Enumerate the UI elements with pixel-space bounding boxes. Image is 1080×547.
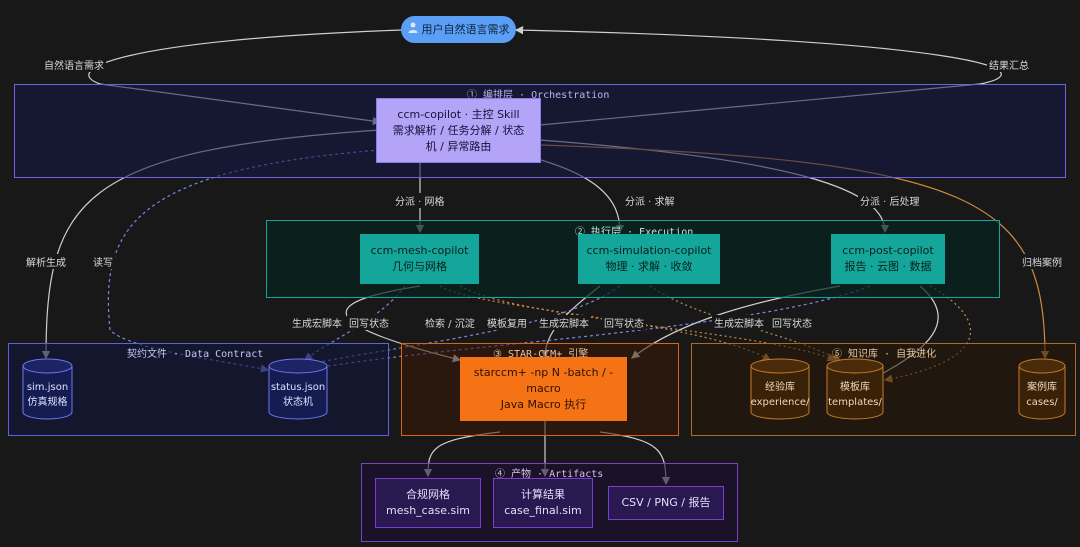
starccm-batch-node[interactable]: starccm+ -np N -batch / - macro Java Mac… <box>460 357 627 421</box>
edge-label-writeback-b: 回写状态 <box>602 315 646 330</box>
result-artifact-line-1: 计算结果 <box>521 488 565 501</box>
starccm-engine-layer-title: ③ STAR-CCM+ 引擎 <box>493 349 589 360</box>
result-artifact-line-2: case_final.sim <box>504 504 582 517</box>
edge-label-parse-generate: 解析生成 <box>24 254 68 269</box>
edge-label-read-write: 读写 <box>91 254 115 269</box>
execution-layer-title: ② 执行层 · Execution <box>575 227 694 238</box>
mesh-artifact-line-2: mesh_case.sim <box>386 504 470 517</box>
edge-label-writeback-a: 回写状态 <box>347 315 391 330</box>
mesh-copilot-line-2: 几何与网格 <box>392 260 447 273</box>
edge-label-archive-case: 归档案例 <box>1020 254 1064 269</box>
edge-label-dispatch-mesh: 分派 · 网格 <box>393 193 447 208</box>
templates-store[interactable]: 模板库 templates/ <box>826 358 884 420</box>
cylinder-icon <box>750 358 810 420</box>
mesh-artifact-node[interactable]: 合规网格 mesh_case.sim <box>375 478 481 528</box>
simulation-copilot-line-1: ccm-simulation-copilot <box>586 244 712 257</box>
post-copilot-line-2: 报告 · 云图 · 数据 <box>844 260 932 273</box>
cases-line-2: cases/ <box>1026 397 1058 408</box>
simulation-copilot-line-2: 物理 · 求解 · 收敛 <box>605 260 693 273</box>
cylinder-icon <box>22 358 73 420</box>
cylinder-icon <box>268 358 328 420</box>
status-json-line-2: 状态机 <box>283 397 313 408</box>
templates-line-1: 模板库 <box>840 382 870 393</box>
orchestrator-line-3: 机 / 异常路由 <box>425 139 492 153</box>
sim-json-line-2: 仿真规格 <box>27 397 68 408</box>
orchestrator-line-1: ccm-copilot · 主控 Skill <box>397 107 520 121</box>
cases-store[interactable]: 案例库 cases/ <box>1018 358 1066 420</box>
edge-label-template-reuse: 模板复用 <box>485 315 529 330</box>
mesh-copilot-line-1: ccm-mesh-copilot <box>370 244 469 257</box>
cases-line-1: 案例库 <box>1027 382 1057 393</box>
export-artifact-node[interactable]: CSV / PNG / 报告 <box>608 486 724 520</box>
edge-label-gen-macro-b: 生成宏脚本 <box>537 315 591 330</box>
user-request-node[interactable]: 用户自然语言需求 <box>401 16 516 43</box>
status-json-line-1: status.json <box>270 382 326 393</box>
edge-label-dispatch-solve: 分派 · 求解 <box>623 193 677 208</box>
sim-json-line-1: sim.json <box>26 382 69 393</box>
edge-label-gen-macro-a: 生成宏脚本 <box>290 315 344 330</box>
data-contract-layer-title: 契约文件 · Data Contract <box>127 349 264 360</box>
experience-store[interactable]: 经验库 experience/ <box>750 358 810 420</box>
edge-label-writeback-c: 回写状态 <box>770 315 814 330</box>
templates-line-2: templates/ <box>828 397 882 408</box>
orchestrator-line-2: 需求解析 / 任务分解 / 状态 <box>392 123 525 137</box>
starccm-line-2: macro <box>526 382 561 395</box>
edge-label-result-summary: 结果汇总 <box>987 57 1031 72</box>
experience-line-1: 经验库 <box>765 382 795 393</box>
export-artifact-line-1: CSV / PNG / 报告 <box>621 496 711 509</box>
simulation-copilot-node[interactable]: ccm-simulation-copilot 物理 · 求解 · 收敛 <box>578 234 720 284</box>
artifacts-layer-title: ④ 产物 · Artifacts <box>495 469 604 480</box>
orchestrator-skill-node[interactable]: ccm-copilot · 主控 Skill 需求解析 / 任务分解 / 状态 … <box>376 98 541 163</box>
mesh-copilot-node[interactable]: ccm-mesh-copilot 几何与网格 <box>360 234 479 284</box>
edge-label-nl-request: 自然语言需求 <box>42 57 106 72</box>
starccm-line-3: Java Macro 执行 <box>500 398 587 411</box>
user-icon <box>408 22 418 38</box>
status-json-store[interactable]: status.json 状态机 <box>268 358 328 420</box>
result-artifact-node[interactable]: 计算结果 case_final.sim <box>493 478 593 528</box>
orchestration-layer-title: ① 编排层 · Orchestration <box>467 90 610 101</box>
post-copilot-line-1: ccm-post-copilot <box>842 244 934 257</box>
user-request-label: 用户自然语言需求 <box>421 22 510 36</box>
edge-label-gen-macro-c: 生成宏脚本 <box>712 315 766 330</box>
mesh-artifact-line-1: 合规网格 <box>406 488 450 501</box>
sim-json-store[interactable]: sim.json 仿真规格 <box>22 358 73 420</box>
knowledge-layer-title: ⑤ 知识库 · 自我进化 <box>832 349 937 360</box>
edge-label-dispatch-post: 分派 · 后处理 <box>858 193 922 208</box>
cylinder-icon <box>1018 358 1066 420</box>
experience-line-2: experience/ <box>750 397 810 408</box>
cylinder-icon <box>826 358 884 420</box>
post-copilot-node[interactable]: ccm-post-copilot 报告 · 云图 · 数据 <box>831 234 945 284</box>
starccm-line-1: starccm+ -np N -batch / - <box>473 366 614 379</box>
edge-label-retrieve: 检索 / 沉淀 <box>423 315 477 330</box>
